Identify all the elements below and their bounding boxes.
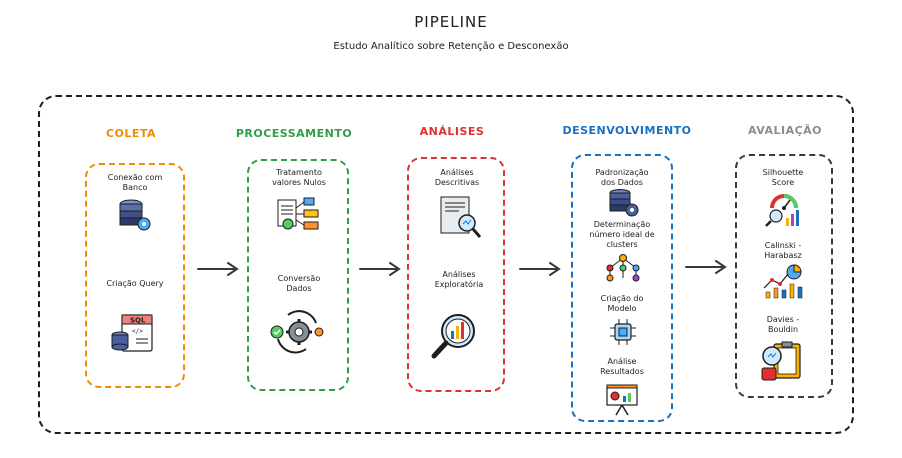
stage-title-avaliacao: AVALIAÇÃO [747,124,823,137]
item-label-padronizacao-dados: Padronização dos Dados [595,168,649,187]
sql-file-icon: SQL </> [111,314,153,352]
stage-title-coleta: COLETA [105,127,157,140]
stage-title-desenvolvimento: DESENVOLVIMENTO [562,124,692,137]
arrow-icon [197,262,239,276]
item-label-analises-exploratoria: Análises Exploratória [434,270,484,289]
item-label-conexao-banco: Conexão com Banco [107,173,163,192]
report-magnifier-icon [440,196,482,238]
item-label-tratamento-nulos: Tratamento valores Nulos [272,168,326,187]
circuit-chip-icon [610,319,636,345]
item-label-conversao-dados: Conversão Dados [277,274,321,293]
arrow-icon [519,262,561,276]
stage-box-processamento [247,159,349,391]
cluster-tree-icon [606,254,640,282]
item-label-numero-clusters: Determinação número ideal de clusters [589,220,655,249]
stage-title-analises: ANÁLISES [419,125,485,138]
item-label-calinski-harabasz: Calinski - Harabasz [764,241,802,260]
chart-magnifier-icon [431,314,475,359]
item-label-criacao-modelo: Criação do Modelo [600,294,644,313]
gauge-chart-icon [765,194,799,227]
stage-box-analises [407,157,505,392]
stage-box-desenvolvimento [571,154,673,422]
item-label-davies-bouldin: Davies - Bouldin [766,315,800,334]
pipeline-frame [38,95,854,434]
item-label-silhouette-score: Silhouette Score [762,168,804,187]
gear-cycle-icon [270,310,324,354]
presentation-board-icon [606,384,638,416]
svg-text:SQL: SQL [130,317,146,325]
item-label-analises-descritivas: Análises Descritivas [434,168,480,187]
arrow-icon [685,260,727,274]
clipboard-magnifier-icon [761,341,801,381]
item-label-analise-resultados: Análise Resultados [600,357,644,376]
database-gear-icon [609,189,639,217]
stage-box-avaliacao [735,154,833,398]
database-gear-icon [119,199,151,231]
item-label-criacao-query: Criação Query [106,279,164,288]
stage-box-coleta [85,163,185,388]
stage-title-processamento: PROCESSAMENTO [235,127,353,140]
pipeline-subtitle: Estudo Analítico sobre Retenção e Descon… [333,41,569,52]
arrow-icon [359,262,401,276]
svg-text:</>: </> [132,328,143,335]
pie-bar-chart-icon [763,264,803,299]
document-flowchart-icon [277,197,319,230]
pipeline-title: PIPELINE [414,13,488,31]
